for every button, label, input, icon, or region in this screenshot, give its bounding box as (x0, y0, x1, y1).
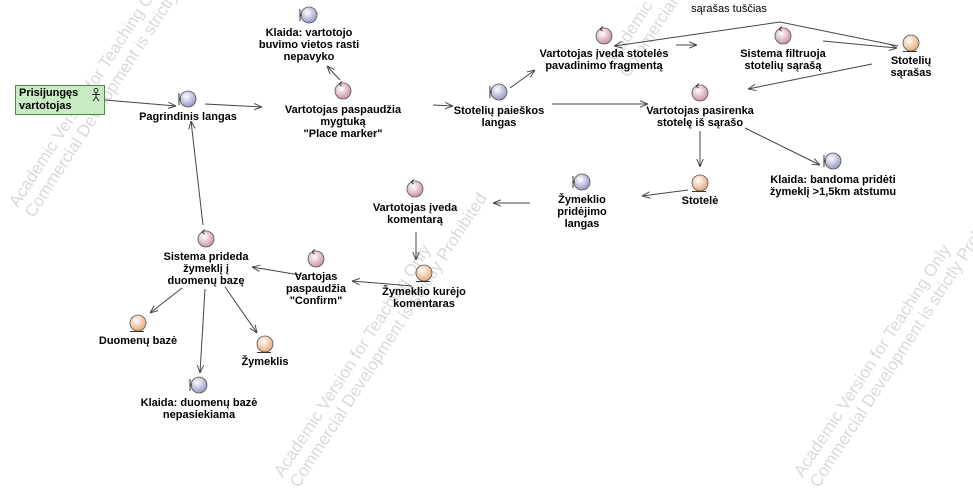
klaida_db-label: Klaida: duomenų bazė nepasiekiama (140, 397, 258, 421)
confirm-control-icon[interactable] (305, 249, 325, 269)
filtruoja-control-icon[interactable] (772, 26, 792, 46)
filtruoja-label: Sistema filtruoja stotelių sąrašą (740, 48, 826, 72)
actor-stick-figure-icon (92, 88, 100, 102)
actor-label: Prisijungęs vartotojas (19, 87, 79, 112)
iveda_fragmenta-label: Vartotojas įveda stotelės pavadinimo fra… (539, 48, 669, 72)
diagram-canvas (104, 21, 899, 455)
edge-sarasas-to-iveda_fragmenta (614, 21, 899, 46)
duomenu_baze-entity-icon[interactable] (127, 313, 147, 333)
paieskos-boundary-icon[interactable] (488, 82, 508, 102)
zymeklis-label: Žymeklis (241, 356, 289, 368)
edge-pagrindinis-to-place_marker (204, 104, 262, 107)
klaida_atstumas-boundary-icon[interactable] (822, 151, 842, 171)
zymeklis-entity-icon[interactable] (254, 334, 274, 354)
paieskos-label: Stotelių paieškos langas (453, 105, 545, 129)
edge-place_marker-to-klaida_vieta (327, 66, 341, 81)
edge-kurejo-to-confirm (352, 281, 413, 287)
sarasas-label: Stotelių sąrašas (890, 55, 932, 79)
iveda_komentara-control-icon[interactable] (404, 179, 424, 199)
iveda_fragmenta-control-icon[interactable] (593, 26, 613, 46)
confirm-label: Vartojas paspaudžia "Confirm" (286, 271, 346, 307)
pridejimo-label: Žymeklio pridėjimo langas (557, 194, 607, 230)
edge-label-saraas-tuscias: sąrašas tuščias (691, 3, 767, 15)
prideda-control-icon[interactable] (195, 229, 215, 249)
pasirenka-control-icon[interactable] (689, 83, 709, 103)
edge-confirm-to-prideda (252, 267, 301, 276)
klaida_vieta-boundary-icon[interactable] (298, 5, 318, 25)
edge-prideda-to-pagrindinis (191, 121, 204, 226)
edge-sarasas-to-pasirenka (748, 63, 873, 89)
klaida_atstumas-label: Klaida: bandoma pridėti žymeklį >1,5km a… (769, 174, 897, 198)
edges-layer (104, 21, 899, 373)
edge-stotele-to-pridejimo (642, 189, 689, 196)
klaida_vieta-label: Klaida: vartotojo buvimo vietos rasti ne… (258, 27, 360, 63)
klaida_db-boundary-icon[interactable] (188, 375, 208, 395)
prideda-label: Sistema prideda žymeklį į duomenų bazę (163, 251, 249, 287)
actor-prisijunges-vartotojas[interactable]: Prisijungęs vartotojas (15, 85, 105, 115)
iveda_komentara-label: Vartotojas įveda komentarą (372, 202, 458, 226)
duomenu_baze-label: Duomenų bazė (98, 335, 178, 347)
pasirenka-label: Vartotojas pasirenka stotelę iš sąrašo (646, 105, 754, 129)
kurejo-entity-icon[interactable] (413, 263, 433, 283)
pagrindinis-label: Pagrindinis langas (139, 111, 237, 123)
place_marker-control-icon[interactable] (332, 81, 352, 101)
edge-filtruoja-to-sarasas (822, 40, 897, 48)
sarasas-entity-icon[interactable] (900, 33, 920, 53)
edge-prideda-to-duomenu_baze (150, 287, 183, 313)
edge-prideda-to-klaida_db (200, 288, 206, 373)
edge-actor-to-pagrindinis (104, 99, 176, 106)
edge-pasirenka-to-klaida_atstumas (744, 127, 820, 165)
edge-place_marker-to-paieskos (432, 105, 453, 106)
pridejimo-boundary-icon[interactable] (571, 172, 591, 192)
kurejo-label: Žymeklio kurėjo komentaras (382, 286, 466, 310)
stotele-entity-icon[interactable] (689, 173, 709, 193)
edge-prideda-to-zymeklis (224, 286, 257, 333)
place_marker-label: Vartotojas paspaudžia mygtuką "Place mar… (284, 104, 402, 140)
edge-paieskos-to-iveda_fragmenta (509, 70, 535, 89)
stotele-label: Stotelė (681, 195, 719, 207)
pagrindinis-boundary-icon[interactable] (177, 89, 197, 109)
